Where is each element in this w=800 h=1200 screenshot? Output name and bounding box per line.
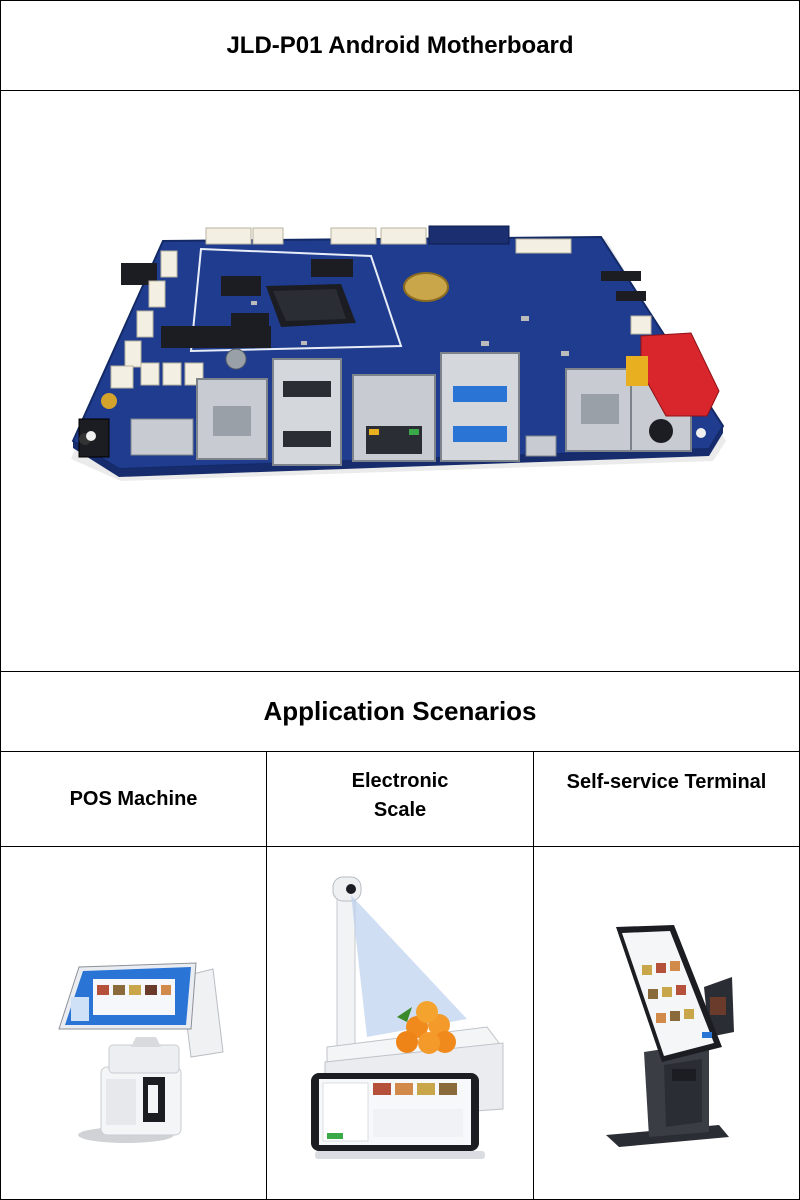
scenario-label: Self-service Terminal [566,771,767,793]
scenario-header-pos: POS Machine [0,751,267,847]
motherboard-image [71,225,726,481]
section-heading: Application Scenarios [263,696,537,726]
self-service-terminal-image [606,925,734,1147]
application-scenarios-cell: Application Scenarios [0,671,800,752]
electronic-scale-image [311,876,504,1159]
scenario-header-kiosk: Self-service Terminal [533,751,800,847]
page-title: JLD-P01 Android Motherboard [226,31,574,59]
motherboard-photo-cell [0,90,800,672]
pos-machine-image [58,962,224,1143]
scenario-header-scale: Electronic Scale [266,751,534,847]
title-cell: JLD-P01 Android Motherboard [0,0,800,91]
scenario-label: POS Machine [69,787,198,810]
electronic-scale-image-cell [266,846,534,1200]
pos-machine-image-cell [0,846,267,1200]
scenario-label: Electronic Scale [351,770,449,821]
self-service-terminal-image-cell [533,846,800,1200]
